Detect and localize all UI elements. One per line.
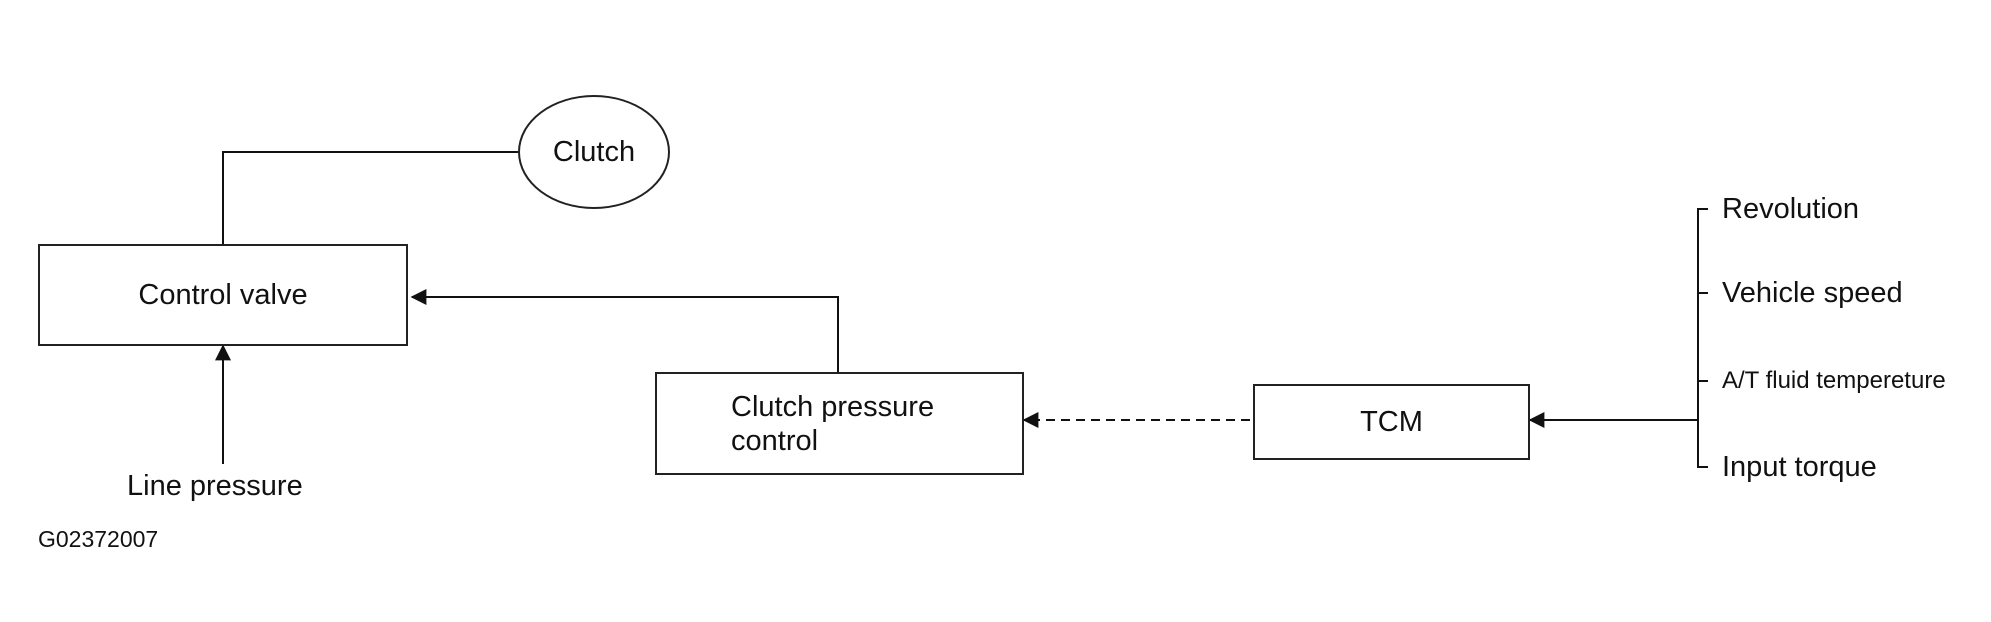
clutch-pressure-control-label-line1: Clutch pressure: [731, 390, 935, 423]
clutch-pressure-control-label-line2: control: [731, 424, 819, 457]
tcm-input-fluid-temperature: A/T fluid tempereture: [1722, 367, 1946, 394]
tcm-node: TCM: [1253, 384, 1530, 460]
valve-to-clutch-line: [222, 151, 518, 244]
line-pressure-label: Line pressure: [127, 470, 303, 502]
figure-code: G02372007: [38, 526, 159, 552]
tcm-input-revolution: Revolution: [1722, 193, 1860, 225]
clutch-label: Clutch: [552, 135, 636, 168]
control-valve-label: Control valve: [138, 278, 308, 311]
clutch-pressure-control-node: Clutch pressure control: [655, 372, 1024, 475]
tcm-input-vehicle-speed: Vehicle speed: [1722, 277, 1903, 309]
clutch-node: Clutch: [518, 95, 670, 209]
tcm-label: TCM: [1360, 405, 1423, 438]
tcm-input-input-torque: Input torque: [1722, 451, 1877, 483]
pressure-control-to-valve-arrow: [410, 289, 839, 372]
control-valve-node: Control valve: [38, 244, 408, 346]
inputs-bracket: [1697, 208, 1708, 468]
